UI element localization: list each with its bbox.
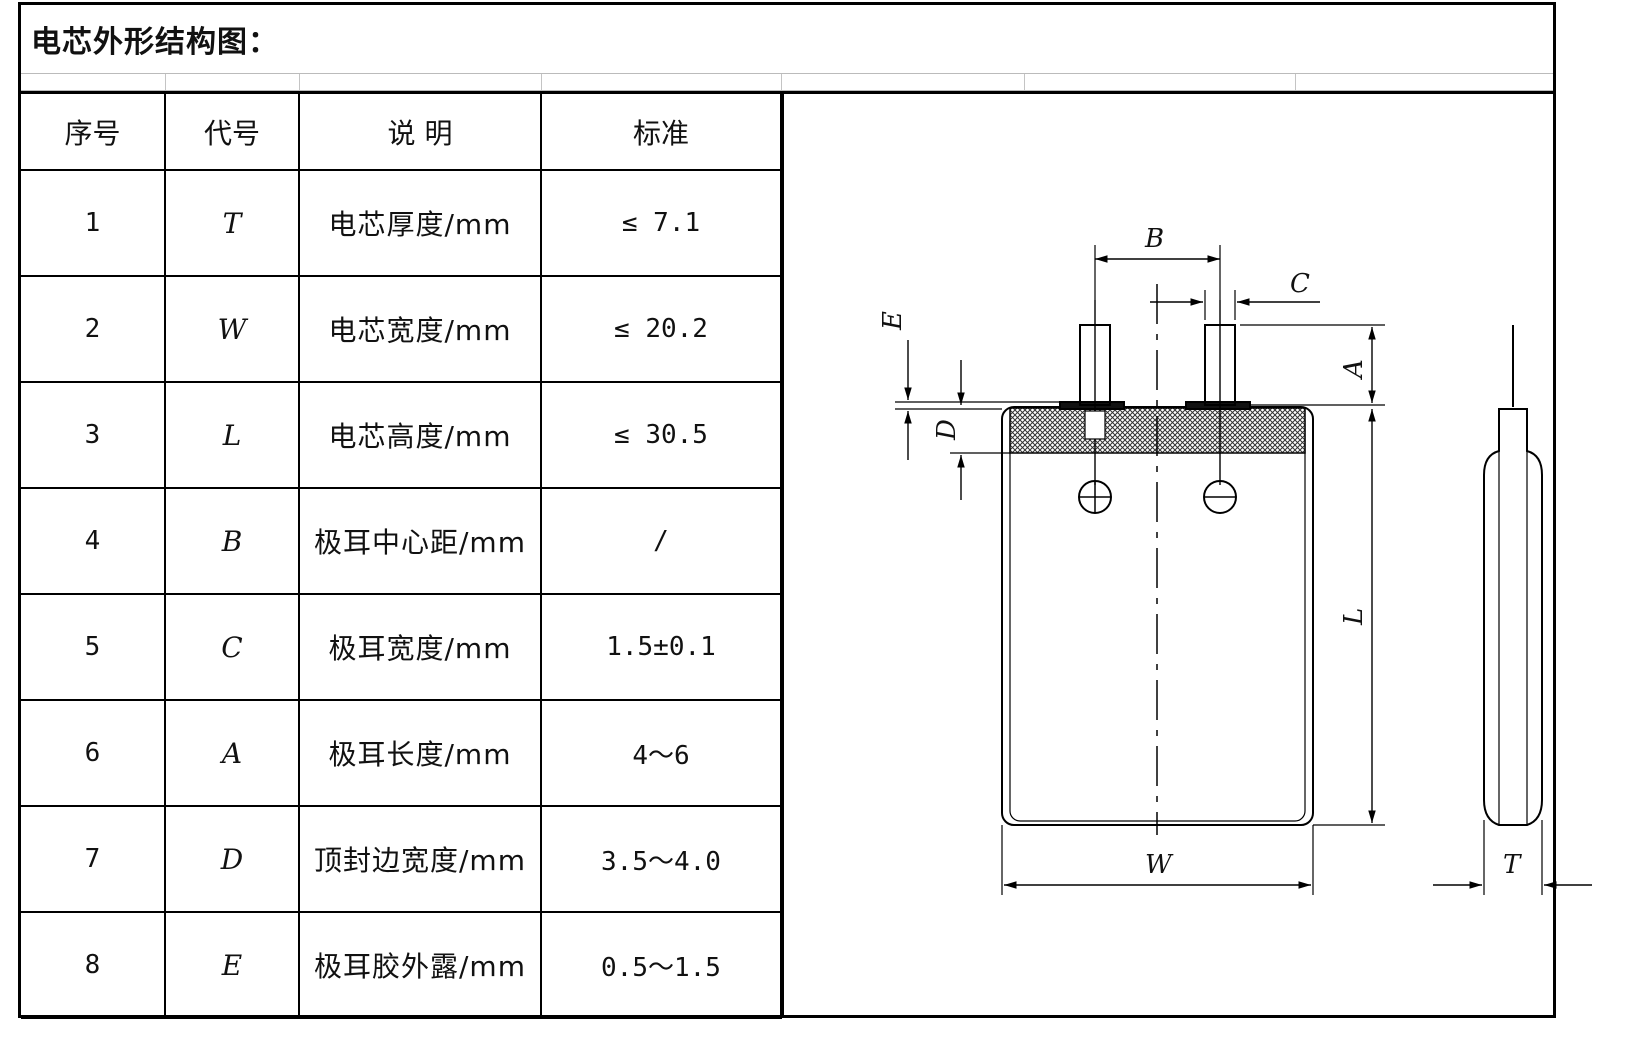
label-b: B (1144, 224, 1164, 254)
row-no: 1 (21, 169, 166, 277)
title-row: 电芯外形结构图： (21, 5, 1553, 73)
spacer-row-divider (781, 74, 782, 90)
spacer-row-divider (165, 74, 166, 90)
label-l: L (1339, 608, 1369, 626)
row-std: 4～6 (540, 699, 782, 807)
row-desc: 极耳长度/mm (298, 699, 542, 807)
tab-weld-mark (1084, 410, 1106, 440)
row-desc: 电芯高度/mm (298, 381, 542, 489)
label-c: C (1290, 269, 1310, 299)
label-e: E (878, 311, 908, 331)
spacer-row-divider (541, 74, 542, 90)
row-std: ≤ 20.2 (540, 275, 782, 383)
row-desc: 顶封边宽度/mm (298, 805, 542, 913)
table-row: 4 B 极耳中心距/mm / (21, 487, 782, 595)
table-header-row: 序号 代号 说 明 标准 (21, 94, 782, 171)
header-code: 代号 (164, 94, 300, 171)
row-desc: 极耳胶外露/mm (298, 911, 542, 1019)
row-no: 7 (21, 805, 166, 913)
row-std: / (540, 487, 782, 595)
spacer-row (21, 73, 1553, 91)
row-desc: 极耳宽度/mm (298, 593, 542, 701)
label-t: T (1503, 850, 1522, 880)
row-code: W (164, 275, 300, 383)
row-no: 3 (21, 381, 166, 489)
spec-table: 序号 代号 说 明 标准 1 T 电芯厚度/mm ≤ 7.1 2 W 电芯宽度/… (21, 94, 782, 1019)
table-row: 2 W 电芯宽度/mm ≤ 20.2 (21, 275, 782, 383)
row-code: D (164, 805, 300, 913)
row-code: C (164, 593, 300, 701)
table-row: 8 E 极耳胶外露/mm 0.5～1.5 (21, 911, 782, 1019)
row-code: E (164, 911, 300, 1019)
row-code: T (164, 169, 300, 277)
header-no: 序号 (21, 94, 166, 171)
table-drawing-divider (781, 94, 784, 1018)
label-d: D (932, 419, 962, 441)
row-code: L (164, 381, 300, 489)
section-divider-line (21, 91, 1553, 94)
header-desc: 说 明 (298, 94, 542, 171)
table-row: 6 A 极耳长度/mm 4～6 (21, 699, 782, 807)
header-std: 标准 (540, 94, 782, 171)
row-code: B (164, 487, 300, 595)
spacer-row-divider (1295, 74, 1296, 90)
spacer-row-divider (299, 74, 300, 90)
row-desc: 极耳中心距/mm (298, 487, 542, 595)
side-view-outline (1483, 408, 1543, 826)
row-code: A (164, 699, 300, 807)
row-std: 3.5～4.0 (540, 805, 782, 913)
row-desc: 电芯宽度/mm (298, 275, 542, 383)
table-row: 7 D 顶封边宽度/mm 3.5～4.0 (21, 805, 782, 913)
page-title: 电芯外形结构图： (31, 25, 279, 60)
row-no: 4 (21, 487, 166, 595)
spec-sheet-frame: 电芯外形结构图： 序号 代号 说 明 标准 1 T 电芯厚度/mm ≤ 7.1 … (18, 2, 1556, 1019)
row-desc: 电芯厚度/mm (298, 169, 542, 277)
row-no: 5 (21, 593, 166, 701)
row-no: 6 (21, 699, 166, 807)
row-std: 1.5±0.1 (540, 593, 782, 701)
table-row: 1 T 电芯厚度/mm ≤ 7.1 (21, 169, 782, 277)
label-a: A (1339, 359, 1369, 380)
table-row: 3 L 电芯高度/mm ≤ 30.5 (21, 381, 782, 489)
row-std: ≤ 30.5 (540, 381, 782, 489)
row-std: 0.5～1.5 (540, 911, 782, 1019)
row-std: ≤ 7.1 (540, 169, 782, 277)
label-w: W (1145, 850, 1174, 880)
row-no: 2 (21, 275, 166, 383)
row-no: 8 (21, 911, 166, 1019)
table-row: 5 C 极耳宽度/mm 1.5±0.1 (21, 593, 782, 701)
spacer-row-divider (1024, 74, 1025, 90)
